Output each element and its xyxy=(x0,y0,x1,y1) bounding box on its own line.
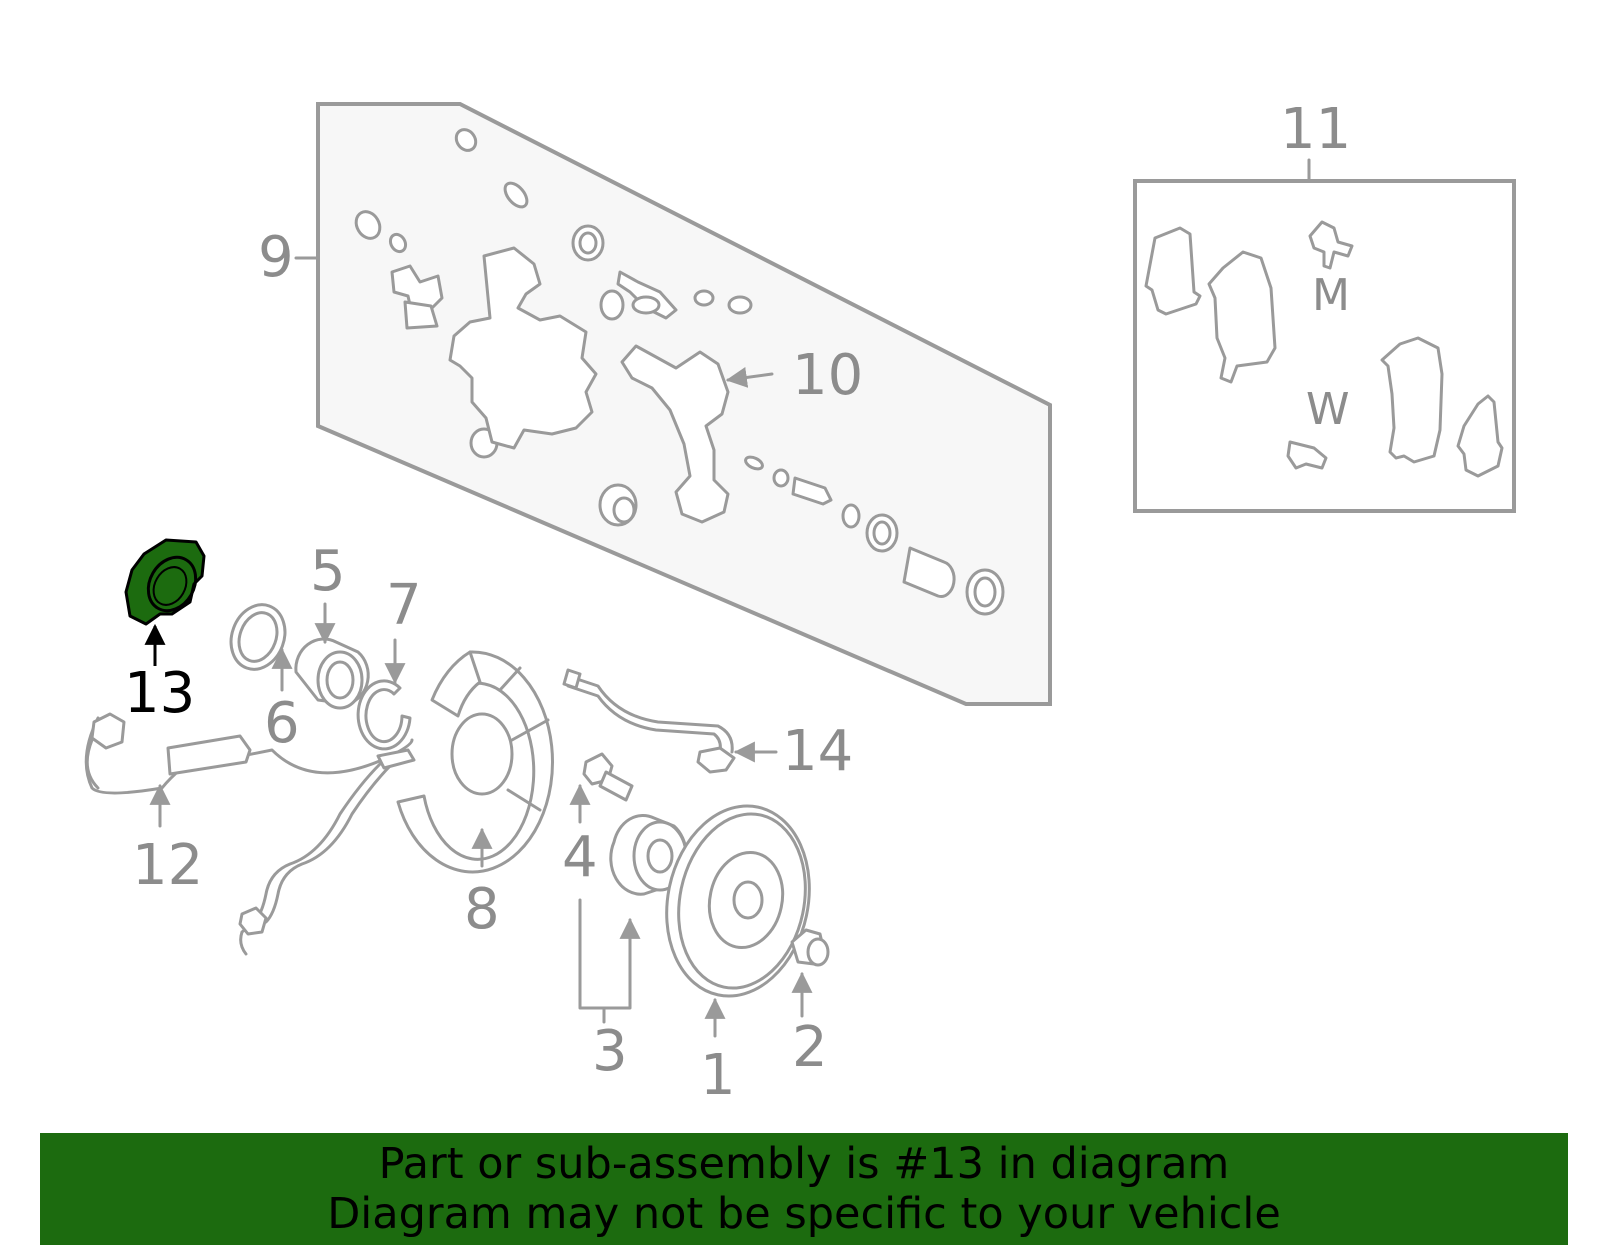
part-8-backing-plate xyxy=(396,650,554,874)
part-7-snap-ring xyxy=(356,679,412,751)
part-13-seal xyxy=(124,538,206,626)
callout-4: 4 xyxy=(562,825,598,890)
part-2-nut xyxy=(790,928,830,967)
callout-14: 14 xyxy=(782,719,853,784)
pad-kit-panel xyxy=(1133,158,1516,513)
part-1-rotor xyxy=(665,804,811,998)
callout-10: 10 xyxy=(792,343,863,408)
part-12-abs-harness xyxy=(84,712,416,956)
callout-5: 5 xyxy=(310,539,346,604)
pad-mark-m: M xyxy=(1312,270,1350,321)
banner-line-2: Diagram may not be specific to your vehi… xyxy=(327,1189,1281,1239)
part-4-bolt xyxy=(582,752,634,802)
callout-13: 13 xyxy=(124,661,195,726)
banner-line-1: Part or sub-assembly is #13 in diagram xyxy=(378,1139,1230,1189)
part-6-seal xyxy=(229,603,287,671)
caliper-body xyxy=(448,246,598,450)
caliper-bracket xyxy=(620,344,730,524)
callout-6: 6 xyxy=(264,691,300,756)
callout-12: 12 xyxy=(132,833,203,898)
info-banner: Part or sub-assembly is #13 in diagram D… xyxy=(40,1133,1568,1245)
callout-2: 2 xyxy=(792,1015,828,1080)
callout-3: 3 xyxy=(592,1019,628,1084)
part-14-brake-hose xyxy=(562,668,736,774)
callout-7: 7 xyxy=(386,573,422,638)
caliper-small-parts xyxy=(354,128,1005,616)
pad-mark-w: W xyxy=(1306,384,1350,435)
callout-11: 11 xyxy=(1280,97,1351,162)
callout-8: 8 xyxy=(464,877,500,942)
callout-1: 1 xyxy=(700,1043,736,1108)
callout-9: 9 xyxy=(258,225,294,290)
part-5-bearing xyxy=(294,637,370,710)
